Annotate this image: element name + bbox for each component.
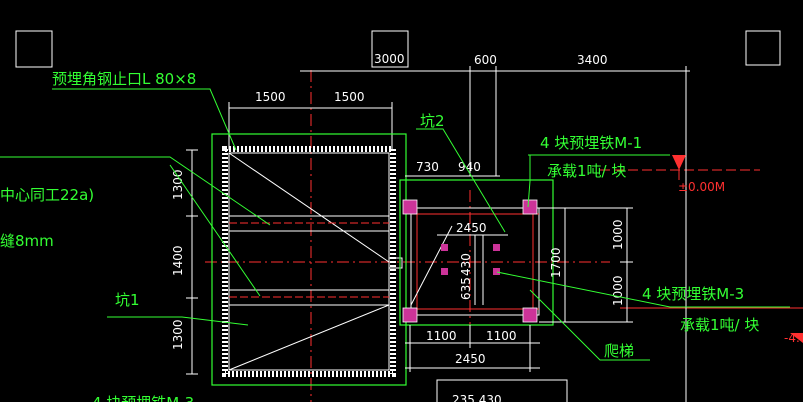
plate-m1-tr [522, 199, 538, 215]
pit2-dimensions [405, 175, 633, 372]
top-dimensions [300, 66, 690, 402]
connector [389, 257, 403, 269]
plate-m3-1 [441, 244, 448, 251]
dim-940: 940 [458, 160, 481, 174]
leader-m1 [527, 155, 531, 208]
plate-m1-bl [402, 307, 418, 323]
dim-1700: 1700 [549, 247, 563, 278]
note-ladder: 爬梯 [604, 342, 634, 360]
dim-1000-bot: 1000 [611, 275, 625, 306]
pit1-diagonal-1 [228, 152, 390, 263]
pit1-diagonal-2 [228, 304, 390, 371]
note-joint: 缝8mm [0, 232, 54, 250]
dim-pit1-h-2: 1400 [171, 245, 185, 276]
note-plates-m3: 4 块预埋铁M-3 [642, 285, 744, 303]
dim-2450-bottom: 2450 [455, 352, 486, 366]
pit1-dimensions [186, 102, 393, 375]
pit2 [399, 179, 554, 326]
plate-m3-3 [441, 268, 448, 275]
leader-channel [0, 156, 271, 226]
note-embedded-angle: 预埋角钢止口L 80×8 [52, 70, 196, 88]
plate-m1-br [522, 307, 538, 323]
leader-lines [0, 88, 790, 361]
elevation-triangle-2-icon [790, 333, 803, 343]
pit1-outer-border [211, 133, 407, 386]
dim-pit1-h-1: 1300 [171, 169, 185, 200]
elevation-right: -4.7 [784, 331, 803, 345]
title-block [15, 30, 781, 68]
dim-1000-top: 1000 [611, 219, 625, 250]
leader-m3 [496, 271, 790, 308]
dim-3400: 3400 [577, 53, 608, 67]
leader-pit2 [416, 128, 506, 233]
corner-box-center [371, 30, 409, 68]
leader-joint [169, 164, 261, 297]
dim-pit1-w-right: 1500 [334, 90, 365, 104]
note-load-1: 承载1吨/ 块 [547, 162, 626, 180]
bottom-small-dims: 235 430 [452, 393, 502, 402]
note-pit2: 坑2 [420, 112, 445, 130]
elevation-zero: ±0.00M [678, 180, 725, 194]
note-plates-m1: 4 块预埋铁M-1 [540, 134, 642, 152]
plate-m3-2 [493, 244, 500, 251]
leader-ladder [529, 289, 650, 361]
title-label: 3000 [374, 52, 405, 66]
dim-1100-right: 1100 [486, 329, 517, 343]
bottom-detail-box [436, 379, 568, 402]
dim-430: 430 [459, 253, 473, 276]
note-pit1: 坑1 [115, 291, 140, 309]
pit2-diagonal [410, 225, 453, 306]
dim-pit1-h-3: 1300 [171, 319, 185, 350]
connector-line [389, 257, 403, 269]
note-bottom-cut: 4 块预埋铁M-3 [92, 394, 194, 402]
pit2-outer-border [399, 179, 554, 326]
dim-pit1-w-left: 1500 [255, 90, 286, 104]
leader-pit1 [107, 316, 249, 326]
centerlines [205, 70, 610, 402]
corner-box-right [745, 30, 781, 66]
elevation-marker [672, 155, 803, 343]
pit1 [211, 133, 407, 386]
plate-m3-4 [493, 268, 500, 275]
pit1-hatched-wall [222, 146, 396, 377]
dim-2450-top: 2450 [456, 221, 487, 235]
note-center-channel: 中心同工22a) [0, 186, 94, 204]
note-load-2: 承载1吨/ 块 [680, 316, 759, 334]
dim-1100-left: 1100 [426, 329, 457, 343]
dim-730: 730 [416, 160, 439, 174]
corner-box-left [15, 30, 53, 68]
pit2-inner [410, 207, 540, 316]
leader-angle [52, 88, 237, 151]
dim-635: 635 [459, 277, 473, 300]
dim-600: 600 [474, 53, 497, 67]
plate-m1-tl [402, 199, 418, 215]
